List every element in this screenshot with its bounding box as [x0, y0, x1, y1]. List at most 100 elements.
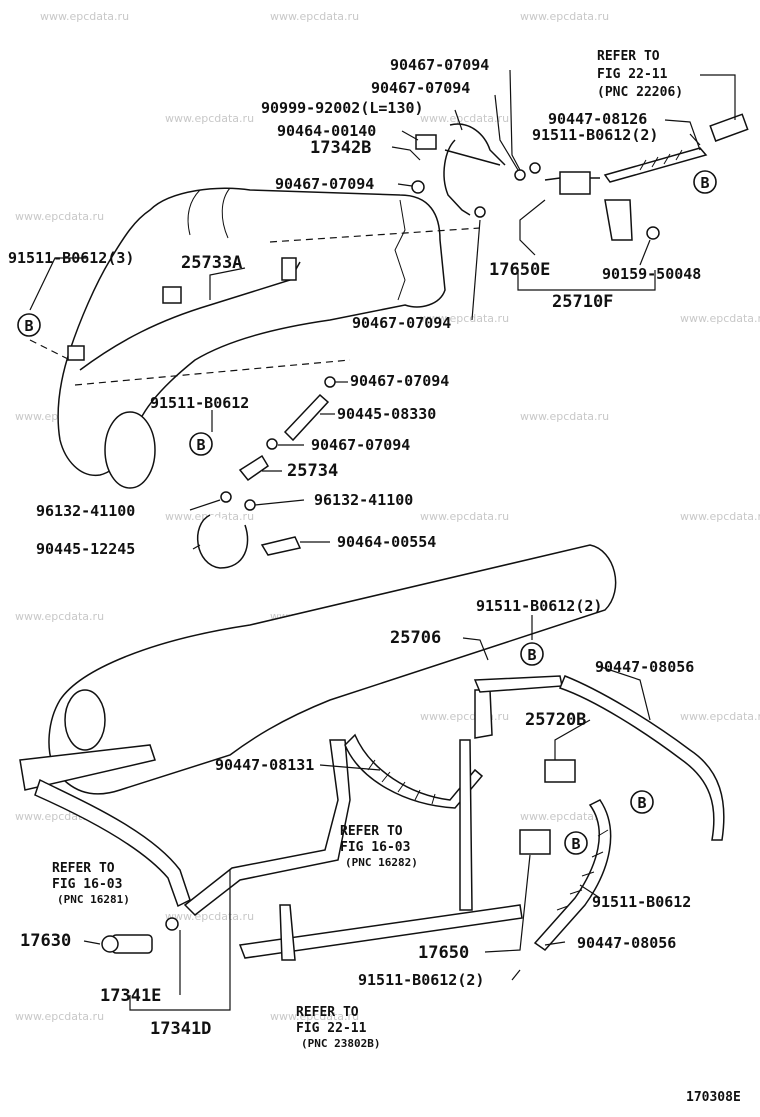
hose-08056-wrap: [556, 829, 609, 911]
hose-17341d: [183, 739, 351, 916]
hose-90447-08126: [603, 147, 708, 183]
svg-text:www.epcdata.ru: www.epcdata.ru: [270, 1010, 359, 1023]
leader-lines: [29, 69, 736, 1011]
hose-vertical: [279, 904, 296, 961]
svg-text:B: B: [24, 317, 33, 335]
svg-text:REFER TO: REFER TO: [52, 861, 115, 876]
label-25720b: 25720B: [525, 710, 586, 730]
svg-text:FIG 22-11: FIG 22-11: [597, 67, 668, 82]
label-17650: 17650: [418, 943, 469, 963]
callout-b-left: B: [17, 313, 41, 337]
vsv-ports: [544, 177, 600, 181]
label-91511-b0612-2-bottom: 91511-B0612(2): [358, 971, 484, 989]
pipe-ribs: [187, 187, 231, 239]
label-90445-12245: 90445-12245: [36, 540, 135, 558]
callout-b-mid: B: [189, 432, 213, 456]
svg-text:B: B: [700, 174, 709, 192]
svg-text:B: B: [527, 646, 536, 664]
label-17630: 17630: [20, 931, 71, 951]
intake-opening: [104, 411, 156, 489]
svg-text:www.epcdata.ru: www.epcdata.ru: [165, 910, 254, 923]
hose-90999-upper: [449, 123, 506, 166]
dashed-leader-b: [74, 359, 351, 386]
callout-b-lower-3: B: [564, 831, 588, 855]
bracket-25706: [474, 689, 493, 739]
fitting-90464-00554: [260, 536, 302, 556]
svg-text:FIG 16-03: FIG 16-03: [340, 840, 410, 855]
upper-assembly-drawing: [29, 113, 749, 569]
hose-90999: [443, 139, 471, 216]
hose-wrap: [639, 149, 683, 171]
svg-text:REFER TO: REFER TO: [597, 49, 660, 64]
hose-25733a: [79, 261, 301, 371]
pipe-flange: [394, 199, 406, 301]
label-90467-07094-f: 90467-07094: [311, 436, 410, 454]
svg-text:www.epcdata.ru: www.epcdata.ru: [15, 210, 104, 223]
label-91511-b0612-3: 91511-B0612(3): [8, 249, 134, 267]
label-90445-08330: 90445-08330: [337, 405, 436, 423]
hose-90447-08056-b: [533, 799, 612, 951]
clip-90467-d: [474, 206, 486, 218]
hose-ref-16282: [459, 739, 473, 911]
intake-pipe: [57, 187, 446, 476]
svg-text:www.epcdata.ru: www.epcdata.ru: [680, 510, 760, 523]
label-90464-00140: 90464-00140: [277, 122, 376, 140]
label-25733a: 25733A: [181, 253, 242, 273]
hose-ref-16281: [34, 778, 191, 908]
svg-text:www.epcdata.ru: www.epcdata.ru: [680, 312, 760, 325]
hose-90445-08330: [283, 393, 330, 442]
callout-b-lower-2: B: [630, 790, 654, 814]
svg-text:REFER TO: REFER TO: [340, 824, 403, 839]
pipe-end: [709, 113, 749, 142]
label-91511-b0612-2-top: 91511-B0612(2): [532, 126, 658, 144]
label-90447-08126: 90447-08126: [548, 110, 647, 128]
label-90467-07094-c: 90467-07094: [275, 175, 374, 193]
label-25706: 25706: [390, 628, 441, 648]
label-17341e: 17341E: [100, 986, 161, 1006]
pipe-lower-left: [19, 744, 156, 791]
bolt-90159: [646, 226, 660, 240]
vsv-25734: [238, 454, 270, 482]
vsv-17650e: [559, 171, 591, 195]
label-90447-08131: 90447-08131: [215, 756, 314, 774]
label-17342b: 17342B: [310, 138, 371, 158]
svg-text:www.epcdata.ru: www.epcdata.ru: [520, 810, 609, 823]
svg-text:(PNC 23802B): (PNC 23802B): [301, 1037, 380, 1050]
label-91511-b0612-lower: 91511-B0612: [592, 893, 691, 911]
svg-text:www.epcdata.ru: www.epcdata.ru: [680, 710, 760, 723]
clamp-25733a: [162, 286, 182, 304]
label-91511-b0612-mid: 91511-B0612: [150, 394, 249, 412]
hose-90999-mid: [444, 149, 501, 166]
bracket-25733a: [281, 257, 297, 281]
engine-opening: [64, 689, 106, 751]
svg-text:REFER TO: REFER TO: [296, 1005, 359, 1020]
label-90159-50048: 90159-50048: [602, 265, 701, 283]
ref-fig-16-03-left: REFER TO FIG 16-03 (PNC 16281): [52, 861, 130, 906]
svg-text:www.epcdata.ru: www.epcdata.ru: [15, 610, 104, 623]
label-96132-41100-left: 96132-41100: [36, 502, 135, 520]
clip-90467-e: [324, 376, 336, 388]
ref-fig-22-11-top: REFER TO FIG 22-11 (PNC 22206): [597, 49, 683, 100]
vsv-17650: [519, 829, 551, 855]
svg-text:www.epcdata.ru: www.epcdata.ru: [520, 410, 609, 423]
clip-90467-f: [266, 438, 278, 450]
label-25710f: 25710F: [552, 292, 613, 312]
hose-90447-08131: [344, 733, 484, 809]
svg-text:www.epcdata.ru: www.epcdata.ru: [420, 112, 509, 125]
hose-90447-08056-a: [559, 675, 725, 841]
callout-b-lower-1: B: [520, 642, 544, 666]
lower-assembly-drawing: [19, 544, 725, 961]
clip-96132-l: [220, 491, 232, 503]
label-90447-08056-b: 90447-08056: [577, 934, 676, 952]
label-91511-b0612-2-lower: 91511-B0612(2): [476, 597, 602, 615]
svg-text:(PNC 16282): (PNC 16282): [345, 856, 418, 869]
hose-ref-23802b: [238, 904, 523, 959]
bracket-25710f: [604, 199, 633, 241]
svg-text:(PNC 22206): (PNC 22206): [597, 85, 683, 100]
svg-text:www.epcdata.ru: www.epcdata.ru: [165, 112, 254, 125]
sensor-17630-head: [101, 935, 119, 953]
svg-text:www.epcdata.ru: www.epcdata.ru: [15, 1010, 104, 1023]
svg-text:FIG 16-03: FIG 16-03: [52, 877, 122, 892]
label-90467-07094-d: 90467-07094: [352, 314, 451, 332]
